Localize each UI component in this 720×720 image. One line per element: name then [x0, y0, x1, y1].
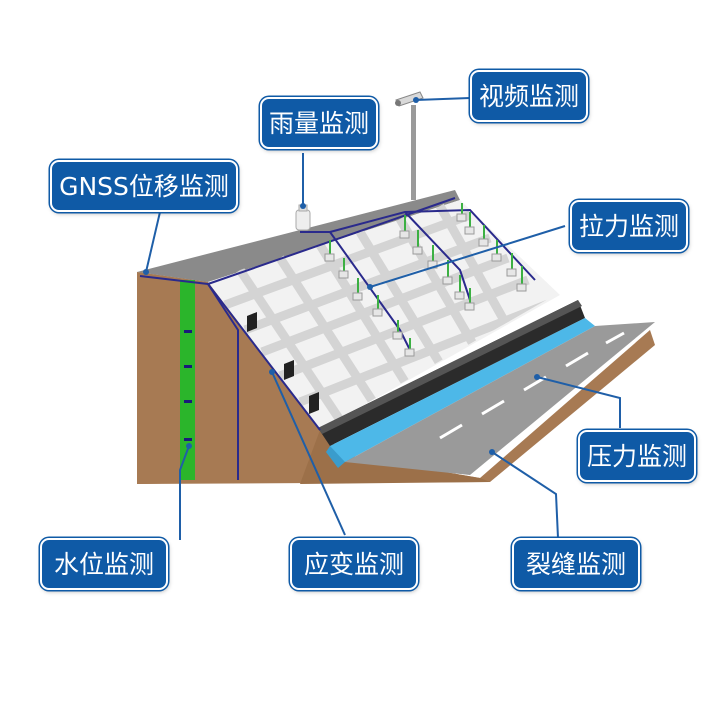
water-level-monitoring-label: 水位监测	[40, 538, 168, 590]
strain-monitoring-label: 应变监测	[290, 538, 418, 590]
earth-lower	[300, 430, 490, 484]
leader-dots	[143, 97, 540, 455]
tension-sensors	[324, 203, 527, 357]
drain-channel-edge	[326, 446, 345, 468]
crack-monitoring-label: 裂缝监测	[512, 538, 640, 590]
retaining-wall-top	[318, 300, 582, 434]
tension-monitoring-label: 拉力监测	[570, 200, 688, 252]
water-level-markers	[184, 330, 192, 441]
pressure-monitoring-label: 压力监测	[578, 430, 696, 482]
rain-monitoring-label: 雨量监测	[260, 97, 378, 149]
gnss-monitoring-label: GNSS位移监测	[50, 160, 238, 212]
video-camera	[395, 91, 424, 200]
geogrid	[223, 203, 550, 423]
video-monitoring-label: 视频监测	[470, 70, 588, 122]
leader-lines	[145, 97, 621, 540]
anchor-plates	[247, 312, 319, 414]
slope-crest	[137, 190, 460, 282]
drain-channel	[330, 318, 595, 462]
